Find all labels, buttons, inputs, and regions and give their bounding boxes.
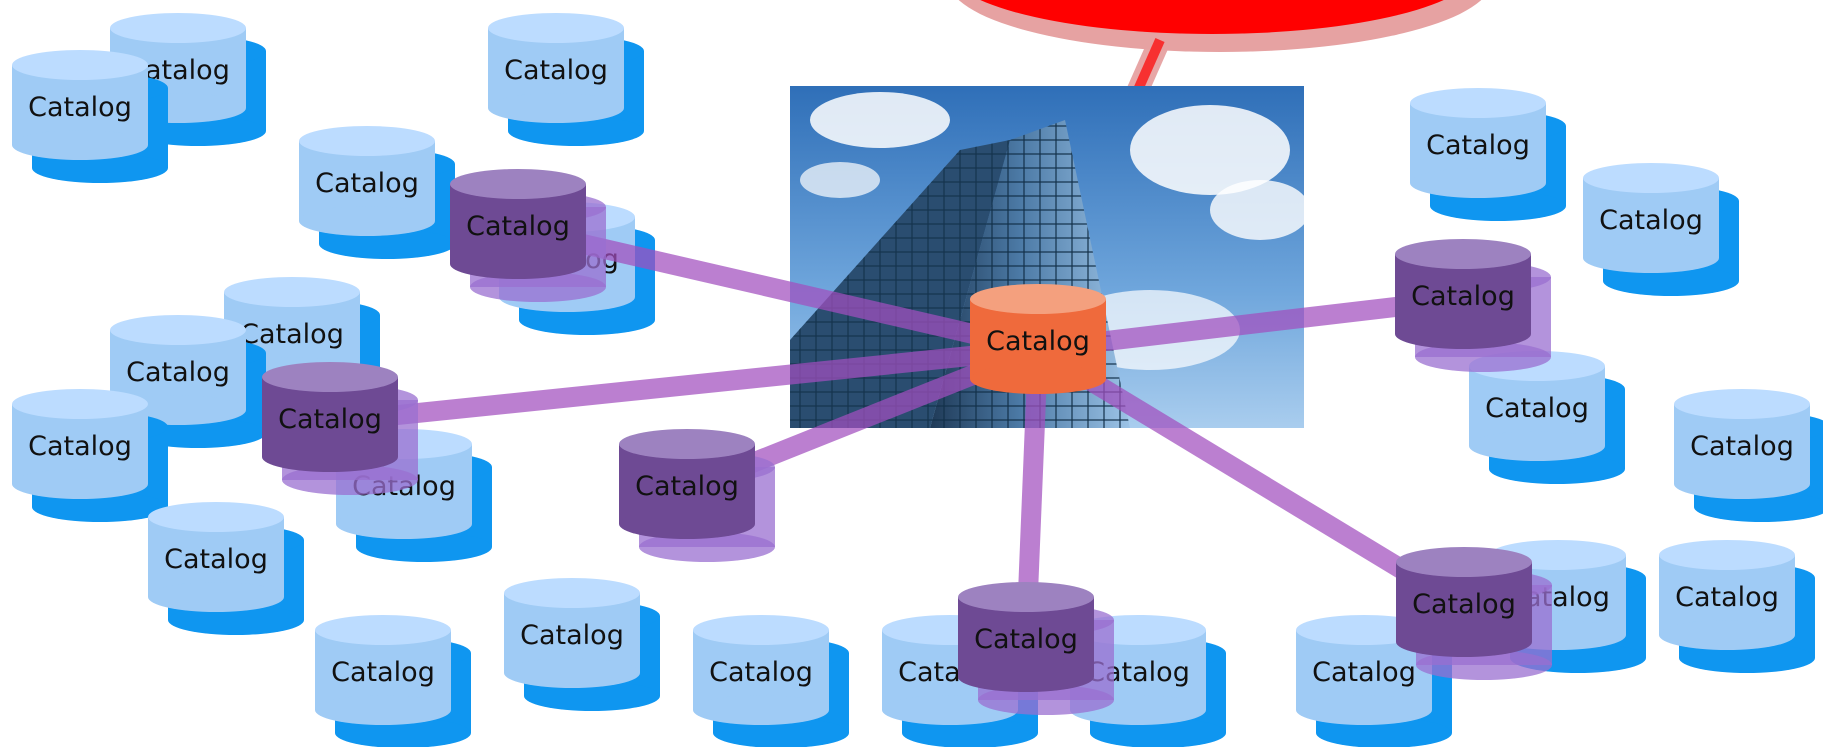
cylinder-top <box>1396 547 1532 577</box>
node-label: Catalog <box>1675 582 1779 613</box>
hub-catalog-node: Catalog <box>970 284 1106 394</box>
catalog-node-c4: Catalog <box>299 126 455 259</box>
catalog-node-c22: Catalog <box>1659 540 1815 673</box>
catalog-node-c12: Catalog <box>504 578 660 711</box>
link-hub-p6 <box>1036 289 1465 359</box>
cylinder-top <box>224 277 360 307</box>
node-label: Catalog <box>1485 393 1589 424</box>
catalog-node-p6: Catalog <box>1395 239 1551 372</box>
catalog-node-c20: Catalog <box>1674 389 1823 522</box>
cylinder-top <box>693 615 829 645</box>
cylinder-top <box>1674 389 1810 419</box>
node-label: Catalog <box>1312 657 1416 688</box>
catalog-node-c2: Catalog <box>12 50 168 183</box>
node-label: Catalog <box>1426 130 1530 161</box>
node-label: Catalog <box>466 211 570 242</box>
node-label: Catalog <box>504 55 608 86</box>
catalog-node-c10: Catalog <box>148 502 304 635</box>
node-label: Catalog <box>28 431 132 462</box>
cylinder-top <box>958 582 1094 612</box>
cylinder-top <box>1410 88 1546 118</box>
node-label: Catalog <box>240 319 344 350</box>
cylinder-top <box>488 13 624 43</box>
catalog-node-c13: Catalog <box>693 615 849 747</box>
link-hub-p5 <box>1032 340 1470 616</box>
node-label: Catalog <box>1599 205 1703 236</box>
node-label: Catalog <box>709 657 813 688</box>
catalog-node-c17: Catalog <box>1410 88 1566 221</box>
node-label: Catalog <box>315 168 419 199</box>
catalog-node-c3: Catalog <box>488 13 644 146</box>
node-label: Catalog <box>1690 431 1794 462</box>
node-label: Catalog <box>1411 281 1515 312</box>
catalog-node-p5: Catalog <box>1396 547 1552 680</box>
catalog-node-c8: Catalog <box>12 389 168 522</box>
catalog-node-p4: Catalog <box>958 582 1114 715</box>
cylinder-top <box>110 315 246 345</box>
node-label: Catalog <box>278 404 382 435</box>
node-label: Catalog <box>28 92 132 123</box>
node-label: Catalog <box>164 544 268 575</box>
cylinder-top <box>262 362 398 392</box>
cylinder-top <box>619 429 755 459</box>
node-label: Catalog <box>126 357 230 388</box>
cylinder-top <box>148 502 284 532</box>
cylinder-top <box>1659 540 1795 570</box>
catalog-node-p1: Catalog <box>450 169 606 302</box>
cylinder-top <box>504 578 640 608</box>
link-hub-p2 <box>328 339 1040 432</box>
node-label: Catalog <box>974 624 1078 655</box>
red-oval-shape <box>958 0 1482 52</box>
cylinder-top <box>12 389 148 419</box>
cylinder-top <box>970 284 1106 314</box>
cylinder-top <box>315 615 451 645</box>
node-label: Catalog <box>986 326 1090 357</box>
node-label: Catalog <box>635 471 739 502</box>
node-label: Catalog <box>520 620 624 651</box>
node-label: Catalog <box>1412 589 1516 620</box>
cylinder-top <box>1395 239 1531 269</box>
cylinder-top <box>110 13 246 43</box>
cylinder-top <box>12 50 148 80</box>
catalog-node-c18: Catalog <box>1583 163 1739 296</box>
cylinder-top <box>450 169 586 199</box>
catalog-node-p3: Catalog <box>619 429 775 562</box>
cylinder-top <box>1583 163 1719 193</box>
catalog-node-p2: Catalog <box>262 362 418 495</box>
cylinder-top <box>299 126 435 156</box>
catalog-node-c11: Catalog <box>315 615 471 747</box>
node-label: Catalog <box>331 657 435 688</box>
